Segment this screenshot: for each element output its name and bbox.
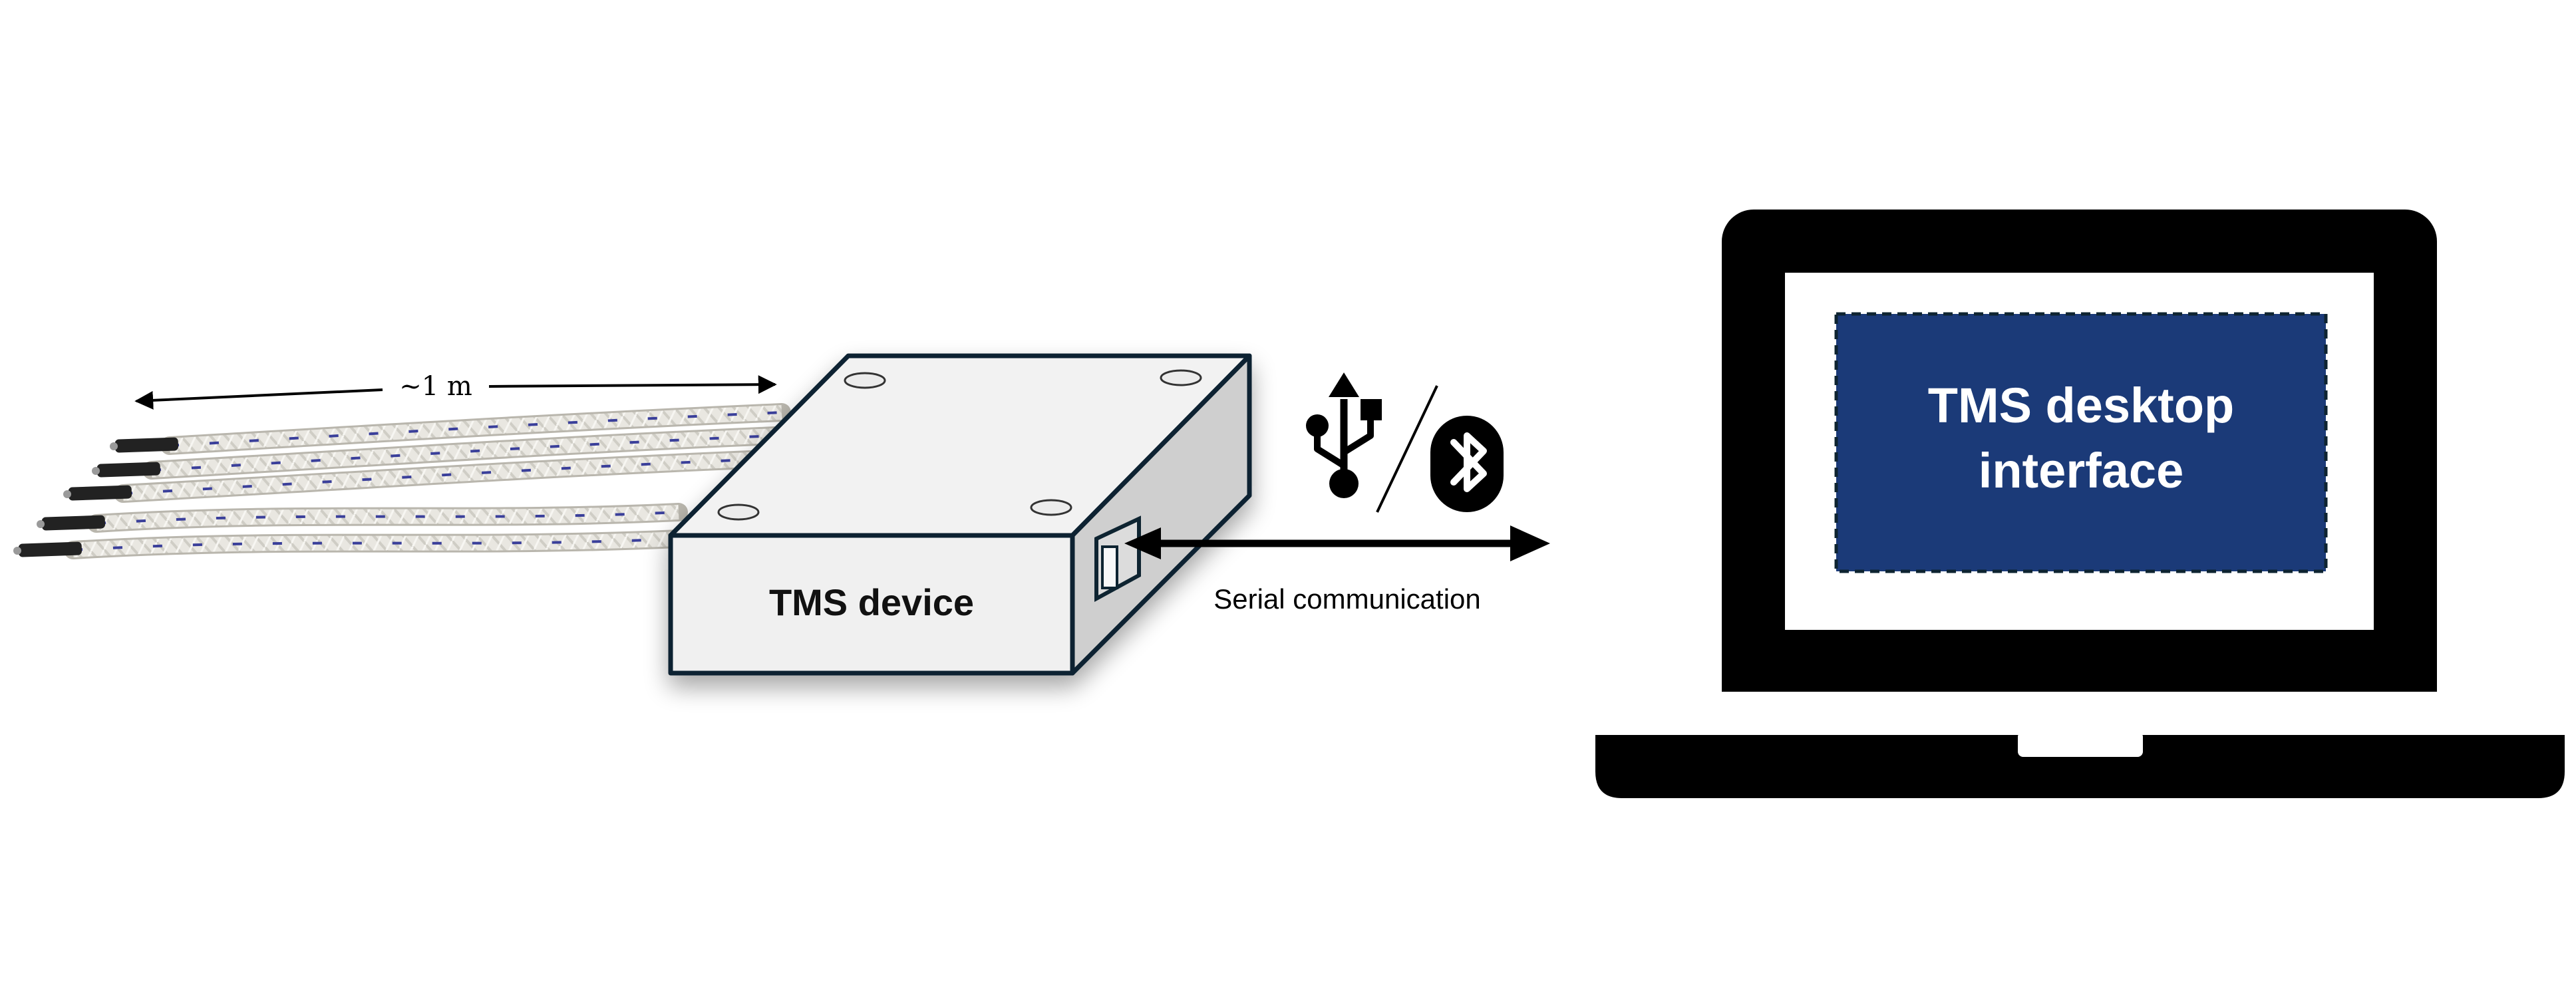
probe-cable <box>92 426 784 480</box>
arrowhead-right <box>1510 525 1550 561</box>
serial-label: Serial communication <box>1213 583 1481 615</box>
device-screw-holes <box>717 369 1202 521</box>
probe-cable <box>63 450 774 503</box>
length-arrow-right <box>488 375 777 394</box>
arrowhead-left <box>1124 527 1161 559</box>
laptop-bezel-gap <box>1722 658 2437 692</box>
laptop-trackpad-notch <box>2018 732 2143 757</box>
bluetooth-icon <box>1430 416 1504 512</box>
length-label: ~1 m <box>399 371 472 402</box>
device-front-face <box>668 533 1075 676</box>
probe-cable <box>37 503 688 533</box>
desktop-title-line2: interface <box>1979 443 2183 498</box>
serial-link-arrow <box>1124 525 1550 561</box>
probe-cable <box>110 403 791 455</box>
temperature-probes <box>13 403 791 559</box>
device-label: TMS device <box>769 581 974 623</box>
length-arrow-left <box>134 388 383 410</box>
length-dimension: ~1 m <box>134 371 777 410</box>
laptop-base <box>1595 735 2565 798</box>
usb-icon <box>1306 372 1382 498</box>
desktop-title-line1: TMS desktop <box>1928 378 2234 433</box>
tms-device-box <box>668 353 1252 676</box>
device-port <box>1094 515 1141 603</box>
probe-cable <box>13 529 688 559</box>
or-divider <box>1376 385 1438 513</box>
desktop-interface-panel: TMS desktop interface <box>1834 312 2328 573</box>
